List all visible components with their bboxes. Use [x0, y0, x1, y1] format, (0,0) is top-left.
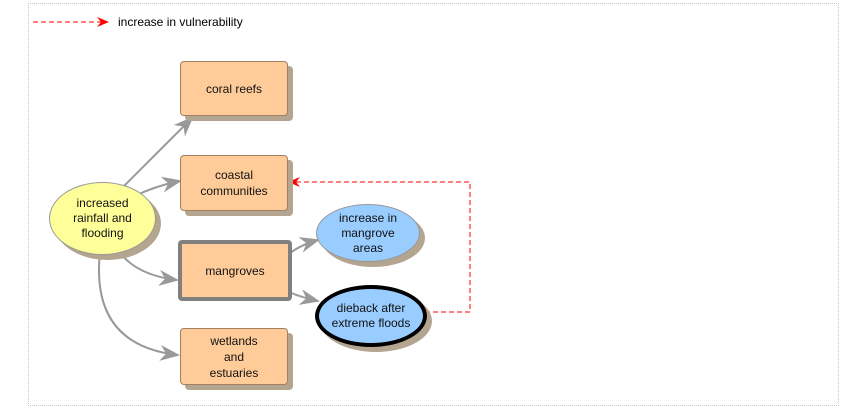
edge-driver-coral	[119, 116, 194, 191]
node-mangroves[interactable]: mangroves	[178, 240, 292, 301]
node-label: increase in mangrove areas	[338, 210, 398, 255]
node-label: wetlands and estuaries	[209, 333, 259, 380]
diagram-frame	[28, 3, 839, 406]
node-label: increased rainfall and flooding	[73, 196, 132, 240]
edge-dieback-coastal	[288, 177, 471, 313]
edge-driver-mangroves	[117, 249, 179, 286]
node-increased-rainfall[interactable]: increased rainfall and flooding	[49, 182, 156, 255]
node-coastal-communities[interactable]: coastal communities	[180, 155, 288, 211]
node-label: dieback after extreme floods	[331, 301, 411, 330]
edge-mangroves-dieback	[288, 289, 320, 305]
legend-label: increase in vulnerability	[118, 15, 243, 29]
node-label: coastal communities	[200, 168, 268, 198]
node-coral-reefs[interactable]: coral reefs	[180, 61, 288, 116]
edge-driver-wetlands	[98, 251, 180, 361]
node-wetlands-estuaries[interactable]: wetlands and estuaries	[180, 328, 288, 385]
node-label: mangroves	[205, 263, 265, 278]
node-label: coral reefs	[205, 81, 263, 96]
node-dieback[interactable]: dieback after extreme floods	[315, 285, 427, 347]
edge-mangroves-increase	[288, 237, 320, 255]
node-increase-mangrove-areas[interactable]: increase in mangrove areas	[316, 204, 420, 262]
